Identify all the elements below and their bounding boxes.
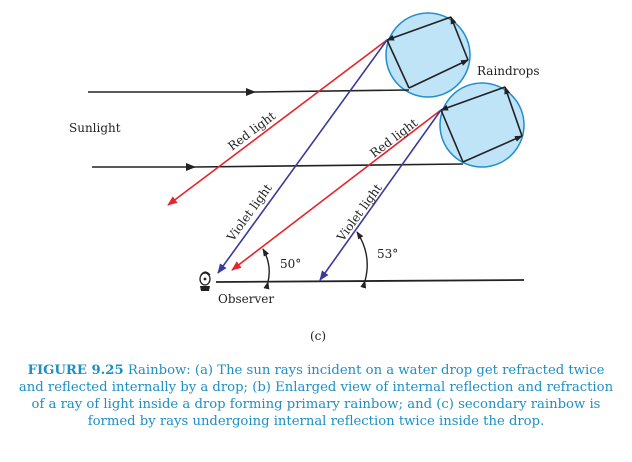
angle-arc-50 [262,248,270,290]
violet-ray-top [217,39,388,274]
raindrop-top [385,12,471,98]
violet-ray-bottom [319,109,442,281]
label-sunlight: Sunlight [69,121,121,135]
label-violet-light-1: Violet light [224,181,275,244]
label-raindrops: Raindrops [477,64,540,78]
caption-heading: FIGURE 9.25 [27,363,124,378]
figure-caption: FIGURE 9.25 Rainbow: (a) The sun rays in… [18,362,614,430]
angle-arc-53 [356,231,368,289]
raindrop-bottom [439,82,525,168]
red-ray-top [167,39,388,206]
internal-path-top [386,16,469,89]
caption-text: Rainbow: (a) The sun rays incident on a … [18,363,614,429]
sun-rays [88,88,464,171]
observer-icon [199,271,211,291]
label-red-light-1: Red light [225,109,278,154]
red-ray-bottom [231,109,442,271]
label-angle-50: 50° [280,257,301,271]
label-red-light-2: Red light [367,116,420,161]
label-observer: Observer [218,292,274,306]
ground-line [215,279,525,283]
label-panel: (c) [310,329,326,343]
label-angle-53: 53° [377,247,398,261]
internal-path-bottom [440,86,523,163]
